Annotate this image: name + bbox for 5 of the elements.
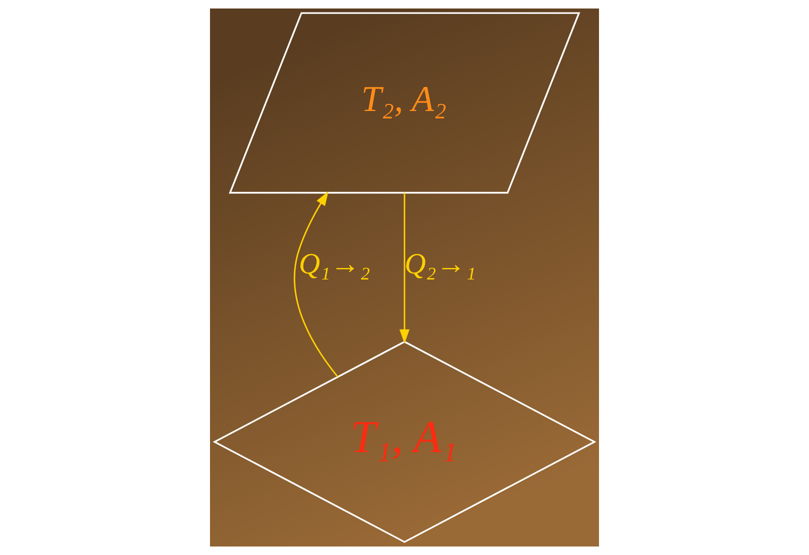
arrow bbox=[294, 191, 338, 378]
node-diamond: T₁, A₁ bbox=[212, 340, 596, 543]
arrow bbox=[399, 192, 410, 344]
edge-label: Q₁→₂ bbox=[298, 248, 370, 280]
edge-label: Q₂→₁ bbox=[404, 248, 476, 280]
